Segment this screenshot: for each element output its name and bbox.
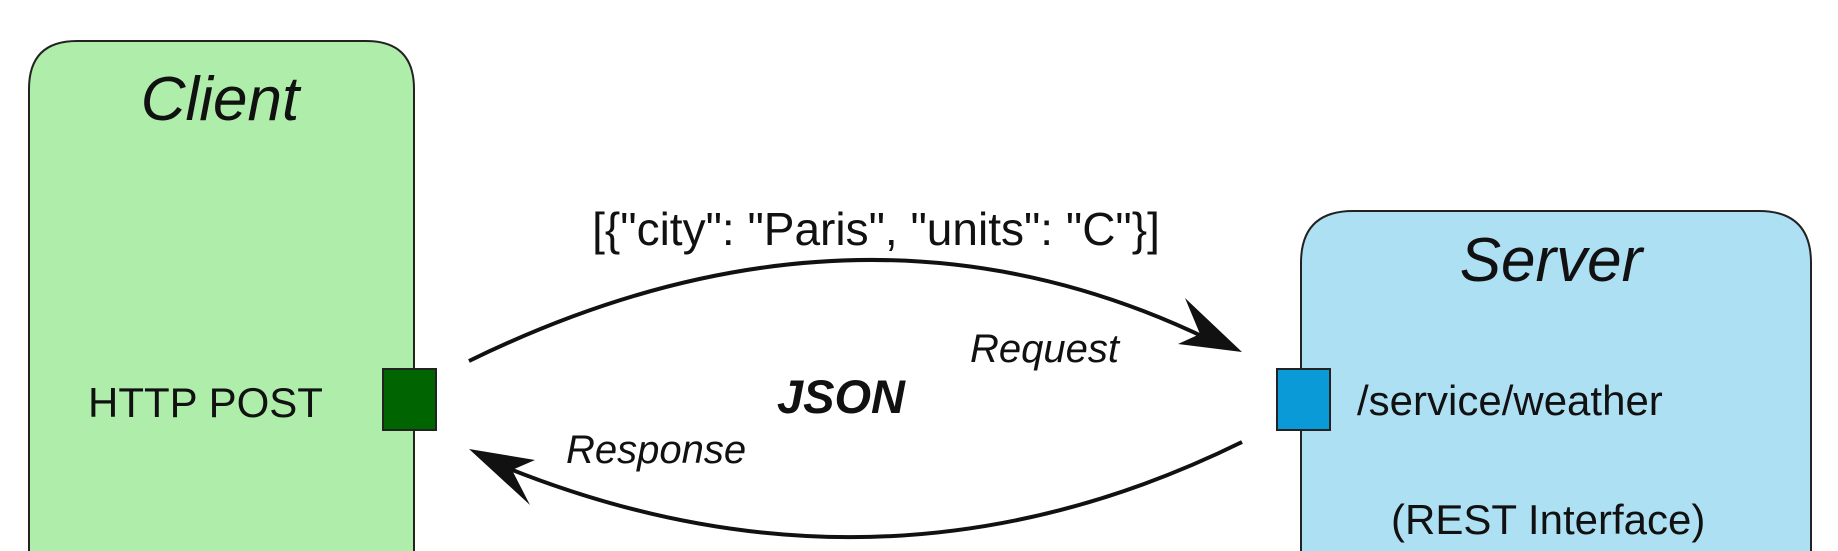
- client-port-label: HTTP POST: [88, 379, 323, 426]
- format-label: JSON: [777, 370, 906, 423]
- client-port: [382, 368, 437, 431]
- response-arrowhead-icon: [469, 449, 535, 505]
- server-endpoint: /service/weather: [1357, 377, 1663, 424]
- client-box-shape: [28, 40, 415, 551]
- request-label: Request: [970, 327, 1121, 371]
- server-box: Server /service/weather (REST Interface): [1276, 210, 1812, 551]
- client-box: Client HTTP POST: [28, 40, 437, 551]
- server-box-shape: [1300, 210, 1812, 551]
- client-title: Client: [141, 65, 302, 134]
- server-title: Server: [1460, 226, 1645, 295]
- response-arrow: [469, 440, 1243, 540]
- server-port: [1276, 368, 1331, 431]
- request-arrowhead-icon: [1178, 298, 1242, 352]
- request-arrow: [468, 257, 1242, 363]
- server-note: (REST Interface): [1391, 496, 1705, 543]
- payload-label: [{"city": "Paris", "units": "C"}]: [592, 203, 1160, 255]
- response-label: Response: [566, 428, 746, 472]
